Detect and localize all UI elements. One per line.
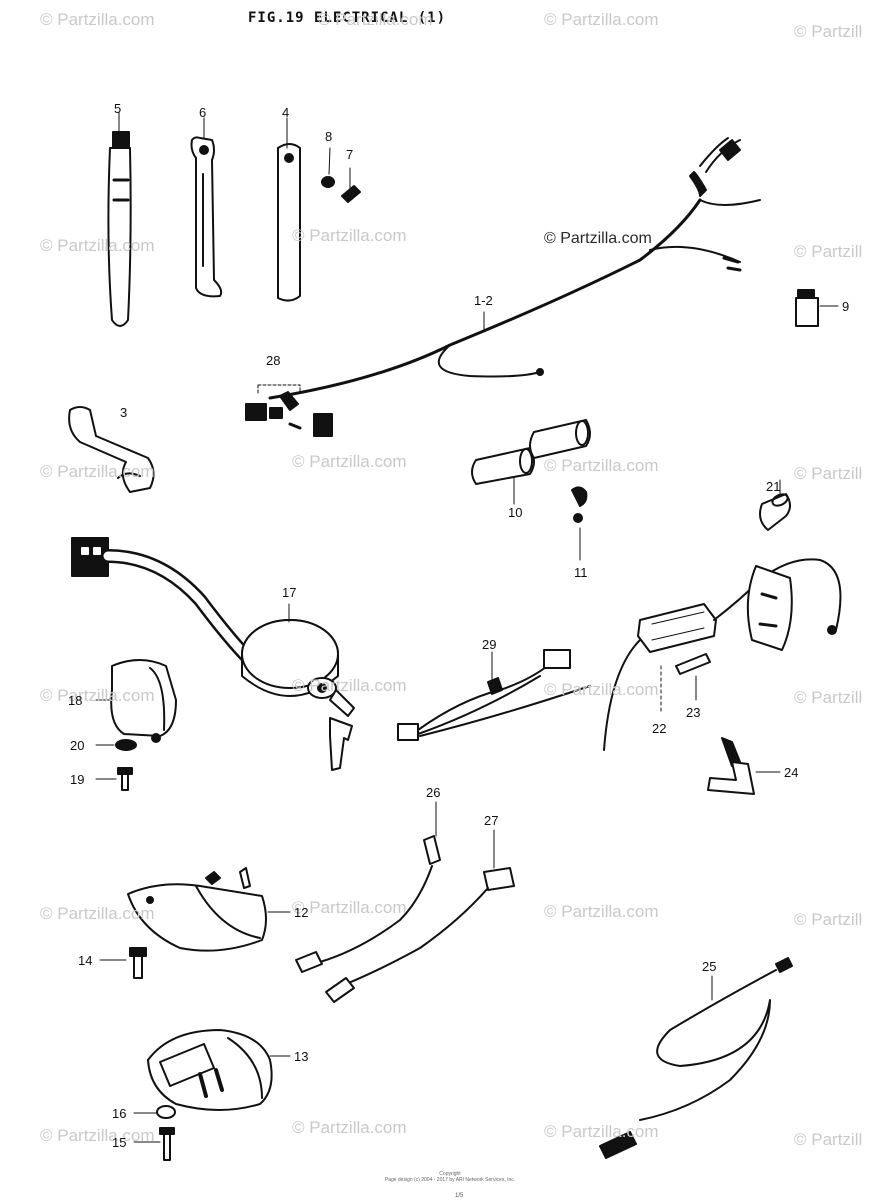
watermark: © Partzilla.com <box>318 10 433 29</box>
callout-6: 6 <box>199 105 207 120</box>
part-26-lead <box>295 801 441 973</box>
callout-5: 5 <box>114 101 122 116</box>
watermark: © Partzilla.com <box>40 1126 155 1145</box>
watermark: © Partzilla.com <box>40 462 155 481</box>
callout-19: 19 <box>70 772 85 787</box>
part-13-horn <box>147 1029 291 1111</box>
callout-20: 20 <box>70 738 85 753</box>
part-4-strap <box>277 117 301 302</box>
callout-13: 13 <box>294 1049 309 1064</box>
callout-15: 15 <box>112 1135 127 1150</box>
part-22-fuse-holder <box>603 558 842 751</box>
footer-line-2: Page design (c) 2004 - 2017 by ARI Netwo… <box>384 1177 516 1183</box>
watermark: © Partzilla.com <box>292 226 407 245</box>
part-6-clamp <box>190 117 223 298</box>
watermark: © Partzilla.com <box>292 676 407 695</box>
part-8-nut <box>321 176 335 188</box>
part-24-bracket <box>707 737 781 795</box>
watermark: © Partzilla.com <box>40 236 155 255</box>
part-1-2-harness <box>268 137 761 400</box>
callout-9: 9 <box>842 299 850 314</box>
part-3-hook <box>68 406 155 493</box>
part-28-connectors <box>245 384 333 437</box>
watermark: © Partzill <box>794 910 863 929</box>
callout-27: 27 <box>484 813 499 828</box>
callout-14: 14 <box>78 953 93 968</box>
callout-22: 22 <box>652 721 667 736</box>
callout-16: 16 <box>112 1106 127 1121</box>
callout-21: 21 <box>766 479 781 494</box>
watermark: © Partzilla.com <box>292 452 407 471</box>
figure-title: FIG.19 ELECTRICAL (1) <box>248 10 447 26</box>
watermark: © Partzilla.com <box>544 230 652 247</box>
watermark: © Partzill <box>794 242 863 261</box>
watermark: © Partzilla.com <box>40 10 155 29</box>
watermark: © Partzilla.com <box>544 680 659 699</box>
callout-10: 10 <box>508 505 523 520</box>
part-18-cover <box>110 659 177 743</box>
part-29-sub-harness <box>397 649 591 741</box>
watermark: © Partzilla.com <box>292 898 407 917</box>
part-10-sleeves <box>471 419 591 505</box>
watermark: © Partzilla.com <box>292 1118 407 1137</box>
copyright-footer: Copyright Page design (c) 2004 - 2017 by… <box>370 1171 530 1183</box>
callout-1-2: 1-2 <box>474 293 493 308</box>
part-16-washer <box>156 1105 176 1119</box>
part-9-cap <box>795 289 839 327</box>
callout-28: 28 <box>266 353 281 368</box>
part-14-bolt <box>99 947 147 979</box>
callout-11: 11 <box>574 565 588 580</box>
callout-3: 3 <box>120 405 128 420</box>
callout-29: 29 <box>482 637 497 652</box>
callout-17: 17 <box>282 585 297 600</box>
part-5-band <box>107 111 132 327</box>
callout-26: 26 <box>426 785 441 800</box>
part-17-ignition-switch <box>71 537 355 771</box>
part-23-fuse <box>675 653 711 701</box>
callout-23: 23 <box>686 705 701 720</box>
footer-line-1: Copyright <box>439 1171 461 1177</box>
part-21-sleeve <box>759 479 791 531</box>
part-27-lead <box>325 829 515 1003</box>
part-11-connector <box>571 486 588 561</box>
watermark: © Partzill <box>794 464 863 483</box>
part-7-screw <box>341 167 361 203</box>
callout-7: 7 <box>346 147 354 162</box>
callout-12: 12 <box>294 905 309 920</box>
part-25-long-lead <box>599 957 793 1159</box>
watermark: © Partzill <box>794 688 863 707</box>
watermark: © Partzilla.com <box>544 456 659 475</box>
watermark: © Partzill <box>794 22 863 41</box>
watermark: © Partzilla.com <box>40 686 155 705</box>
watermark: © Partzilla.com <box>544 1122 659 1141</box>
watermark: © Partzill <box>794 1130 863 1149</box>
watermark: © Partzilla.com <box>544 902 659 921</box>
page-number: 1/5 <box>455 1193 464 1199</box>
part-12-horn <box>127 867 291 952</box>
callout-18: 18 <box>68 693 83 708</box>
callout-25: 25 <box>702 959 717 974</box>
callout-8: 8 <box>325 129 333 144</box>
callout-4: 4 <box>282 105 290 120</box>
callout-24: 24 <box>784 765 799 780</box>
watermark: © Partzilla.com <box>544 10 659 29</box>
part-15-screw <box>133 1127 175 1161</box>
part-19-bolt <box>117 767 133 791</box>
watermark: © Partzilla.com <box>40 904 155 923</box>
part-20-washer <box>115 739 137 751</box>
